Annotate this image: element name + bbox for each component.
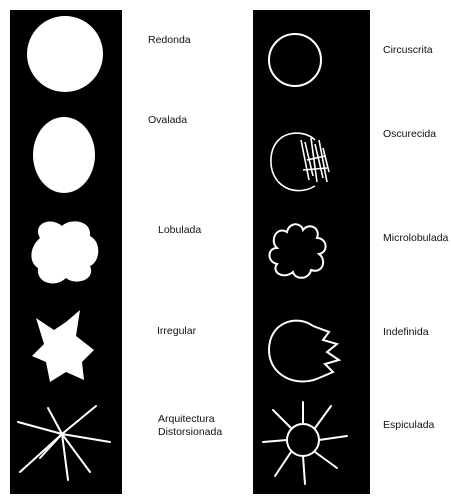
label-espiculada: Espiculada	[383, 419, 434, 432]
microlobulated-shape	[270, 224, 326, 278]
label-circunscrita: Circuscrita	[383, 44, 433, 57]
label-oscurecida: Oscurecida	[383, 128, 436, 141]
label-arquitectura-distorsionada: Arquitectura Distorsionada	[158, 413, 222, 439]
distorted-architecture-shape	[18, 406, 110, 480]
oval-shape	[33, 117, 95, 193]
label-ovalada: Ovalada	[148, 114, 187, 127]
obscured-shape	[271, 133, 329, 191]
label-indefinida: Indefinida	[383, 326, 429, 339]
circumscribed-shape	[269, 34, 321, 86]
spiculated-shape	[263, 402, 347, 484]
indistinct-shape	[269, 321, 339, 382]
shape-column-right	[253, 10, 370, 494]
irregular-shape	[32, 310, 94, 382]
label-redonda: Redonda	[148, 34, 191, 47]
round-shape	[27, 16, 103, 92]
shape-panel-left	[10, 10, 122, 494]
shape-panel-right	[253, 10, 370, 494]
shape-column-left	[10, 10, 122, 494]
lobulated-shape	[31, 221, 98, 283]
label-microlobulada: Microlobulada	[383, 232, 448, 245]
label-irregular: Irregular	[157, 325, 196, 338]
label-lobulada: Lobulada	[158, 224, 201, 237]
